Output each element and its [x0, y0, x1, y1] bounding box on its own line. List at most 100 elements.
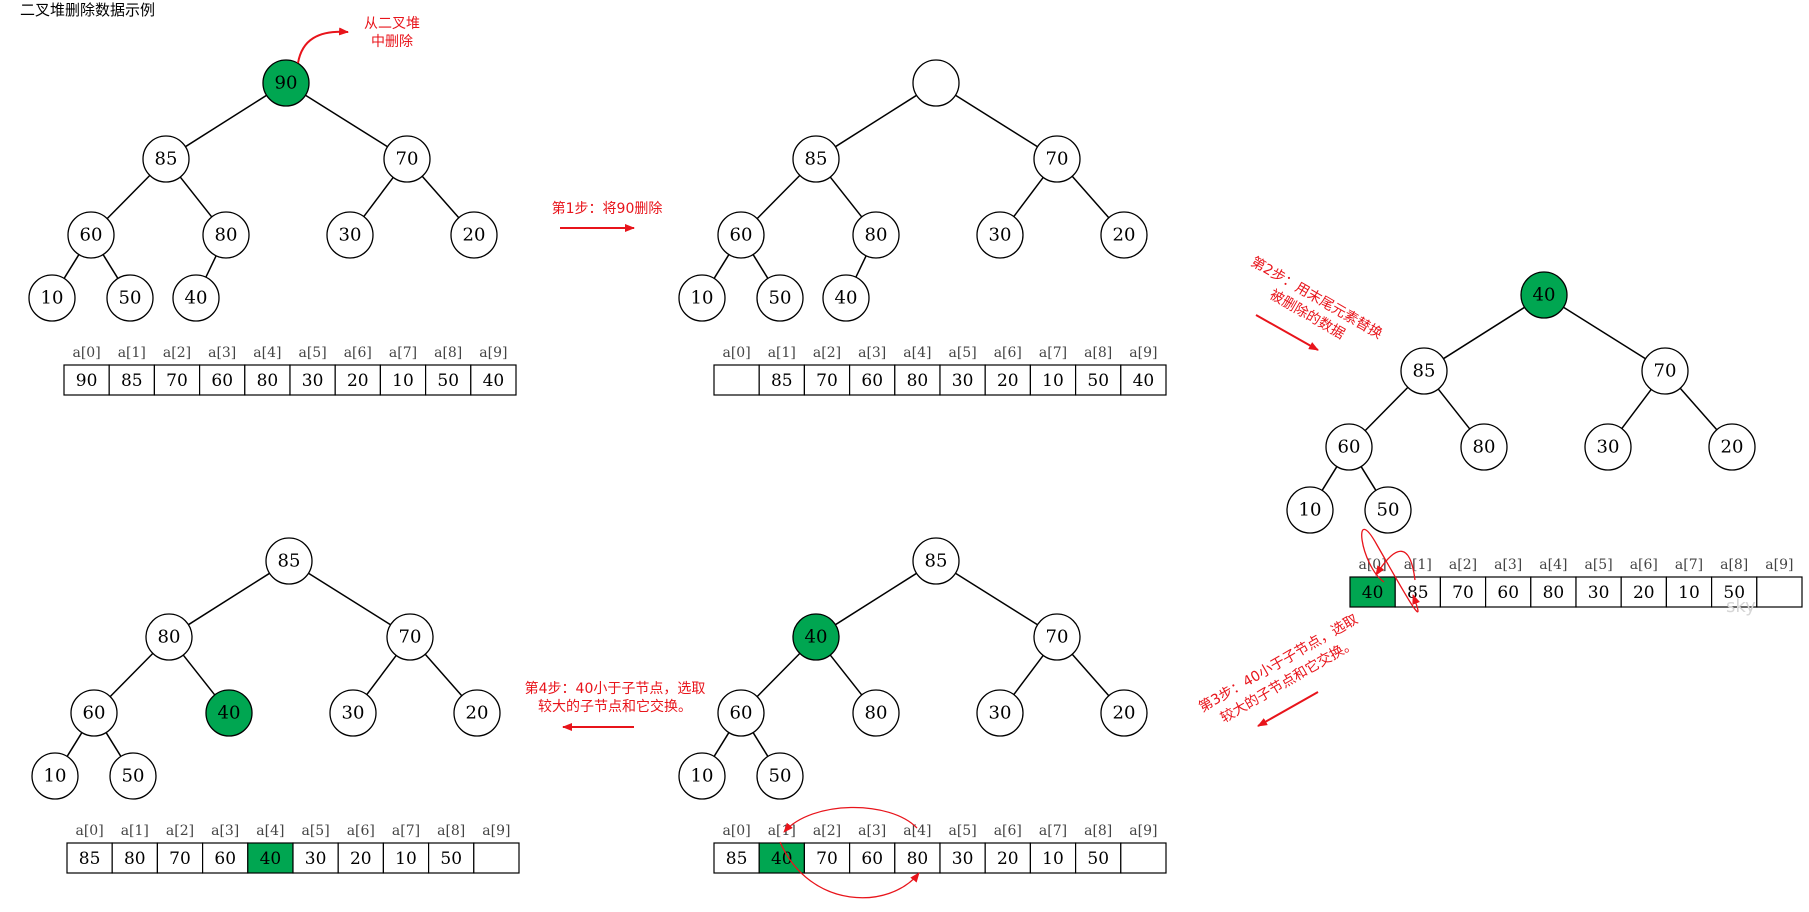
array-cell	[470, 364, 517, 396]
tree-edge	[756, 174, 801, 220]
array-cell	[156, 842, 204, 874]
node-circle	[205, 689, 253, 737]
annotation-remove-from-heap: 从二叉堆 中删除	[297, 16, 420, 64]
array-index-label: a[9]	[479, 345, 507, 361]
array-index-label: a[6]	[344, 345, 372, 361]
array-cell-value: 85	[726, 849, 748, 869]
node-circle	[106, 274, 154, 322]
tree-edge	[835, 572, 917, 626]
tree-node: 10	[1286, 486, 1334, 534]
array-cell-value: 60	[861, 849, 883, 869]
array-cell-value: 30	[1588, 583, 1610, 603]
tree-node: 70	[1033, 135, 1081, 183]
array-cell-value: 80	[907, 849, 929, 869]
tree-edge	[363, 176, 394, 218]
node-value: 80	[158, 627, 181, 648]
array-index-label: a[5]	[302, 823, 330, 839]
array-cell-value: 10	[395, 849, 417, 869]
tree-edge	[109, 652, 154, 698]
array-index-label: a[9]	[1129, 345, 1157, 361]
swap-curve-step4-top	[783, 806, 918, 833]
node-value: 70	[399, 627, 422, 648]
tree-node: 20	[1708, 423, 1756, 471]
node-value: 60	[1338, 437, 1361, 458]
tree-edge	[424, 653, 463, 697]
array-cell	[984, 364, 1032, 396]
tree-node: 85	[1400, 347, 1448, 395]
array-index-label: a[0]	[76, 823, 104, 839]
tree-node: 80	[145, 613, 193, 661]
array-index-label: a[5]	[949, 345, 977, 361]
array-cell	[244, 364, 291, 396]
tree-edge	[185, 94, 267, 148]
node-circle	[1033, 613, 1081, 661]
tree-edge	[1563, 306, 1646, 360]
tree-node: 70	[386, 613, 434, 661]
tree-node: 20	[1100, 689, 1148, 737]
array-cell-value: 40	[1133, 371, 1155, 391]
tree-edge	[63, 254, 80, 279]
tree-edge	[102, 254, 119, 279]
tree-node: 85	[792, 135, 840, 183]
node-value: 10	[691, 766, 714, 787]
array-cell-value: 50	[440, 849, 462, 869]
node-circle	[383, 135, 431, 183]
annotation-step3: 第3步：40小于子节点，选取 较大的子节点和它交换。	[1196, 611, 1361, 727]
tree-edge	[1364, 386, 1409, 432]
node-value: 60	[80, 225, 103, 246]
tree-edge	[835, 94, 917, 148]
array-cell-value: 60	[211, 371, 233, 391]
array-cell-value: 70	[1452, 583, 1474, 603]
tree-node: 70	[1641, 347, 1689, 395]
array-index-label: a[2]	[163, 345, 191, 361]
tree-node: 20	[1100, 211, 1148, 259]
array-index-label: a[4]	[256, 823, 284, 839]
tree-node: 30	[1584, 423, 1632, 471]
array-cell-value: 40	[260, 849, 282, 869]
array-index-label: a[8]	[434, 345, 462, 361]
tree-node: 50	[756, 274, 804, 322]
node-circle	[1364, 486, 1412, 534]
array-cell	[1074, 842, 1122, 874]
tree-edge	[1443, 306, 1525, 360]
node-circle	[70, 689, 118, 737]
node-value: 50	[122, 766, 145, 787]
array-index-label: a[3]	[858, 823, 886, 839]
tree-edge	[308, 572, 391, 626]
array-cell	[939, 842, 986, 874]
node-value: 50	[769, 766, 792, 787]
array-index-label: a[3]	[858, 345, 886, 361]
node-value: 85	[1413, 361, 1436, 382]
tree-edge	[1071, 175, 1110, 219]
step3-arrow	[1257, 691, 1319, 727]
node-circle	[756, 274, 804, 322]
tree-node: 70	[383, 135, 431, 183]
tree-node: 10	[678, 752, 726, 800]
node-value: 40	[218, 703, 241, 724]
tree-edge	[421, 175, 460, 219]
tree-node: 85	[265, 537, 313, 585]
tree-edge	[1621, 388, 1652, 430]
node-value: 40	[185, 288, 208, 309]
array-cell	[1074, 364, 1122, 396]
tree-edge	[66, 732, 83, 757]
array-index-label: a[0]	[723, 345, 751, 361]
array-cell-value: 50	[437, 371, 459, 391]
array-cell	[713, 842, 760, 874]
array-cell-value: 20	[997, 371, 1019, 391]
array-cell-value: 10	[1042, 371, 1064, 391]
annotation-step1: 第1步：将90删除	[552, 200, 662, 232]
node-value: 80	[865, 703, 888, 724]
array-cell	[1029, 364, 1077, 396]
annotation-step2: 第2步：用末尾元素替换 被删除的数据	[1248, 253, 1385, 342]
tree-node: 50	[106, 274, 154, 322]
node-circle	[31, 752, 79, 800]
array-index-label: a[5]	[1585, 557, 1613, 573]
array-cell-value: 80	[257, 371, 279, 391]
array-cell-value: 80	[124, 849, 146, 869]
tree-node: 40	[205, 689, 253, 737]
node-value: 70	[1654, 361, 1677, 382]
node-circle	[1325, 423, 1373, 471]
array-index-label: a[5]	[949, 823, 977, 839]
tree-node: 40	[1520, 271, 1568, 319]
